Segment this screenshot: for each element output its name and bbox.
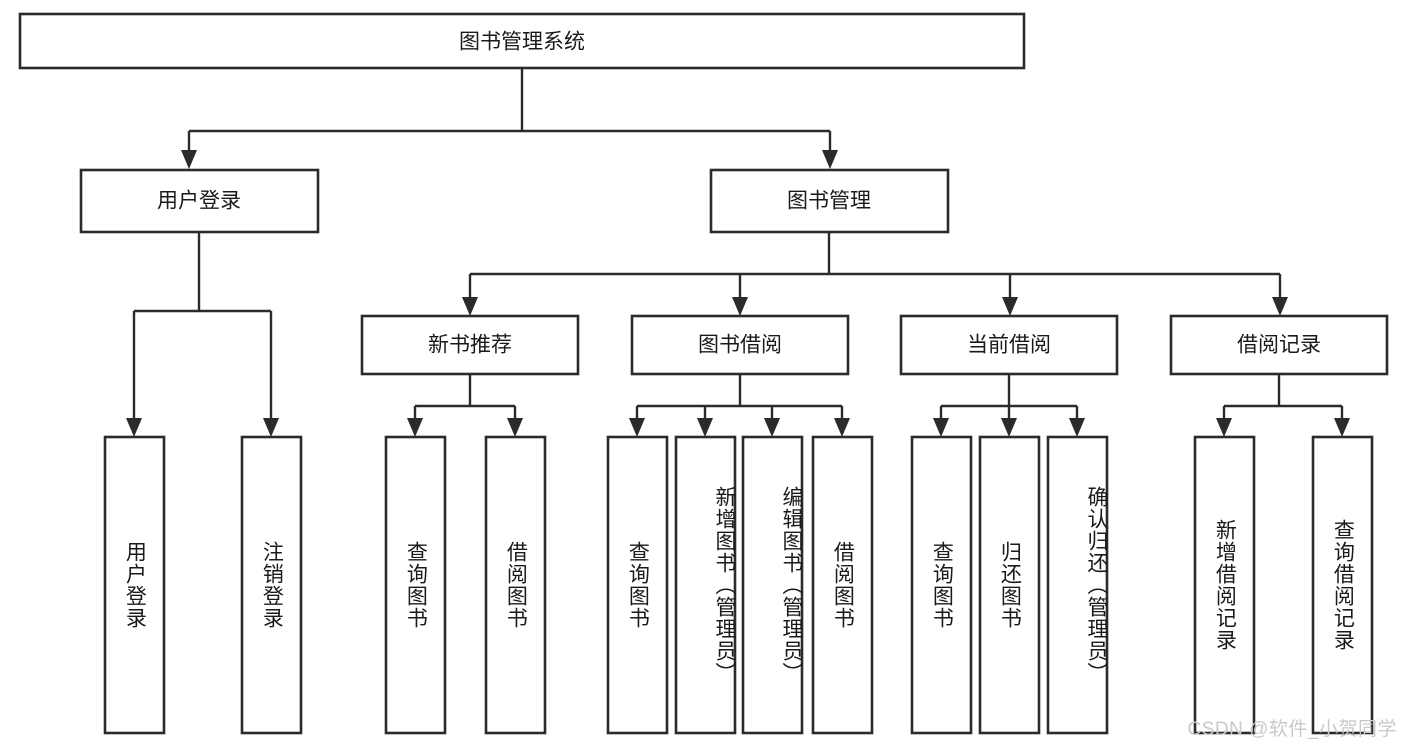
node-new-book-recommend-label: 新书推荐 (428, 334, 512, 357)
arrow-head-icon (1069, 418, 1085, 437)
connector-root-to-level1 (181, 68, 838, 169)
leaf-box-query-book-borrow[interactable] (606, 435, 669, 735)
arrow-head-icon (1002, 297, 1018, 316)
arrow-head-icon (462, 297, 478, 316)
arrow-head-icon (407, 418, 423, 437)
leaf-box-return-book[interactable] (978, 435, 1041, 735)
node-user-login-label: 用户登录 (157, 190, 241, 213)
node-user-login[interactable]: 用户登录 (79, 168, 320, 234)
leaf-box-query-borrow-record[interactable] (1311, 435, 1374, 735)
node-new-book-recommend[interactable]: 新书推荐 (360, 314, 580, 376)
leaf-box-user-login[interactable] (103, 435, 166, 735)
connector-new-book-recommend-to-leaves (407, 374, 523, 437)
node-book-borrow[interactable]: 图书借阅 (630, 314, 850, 376)
leaf-box-add-borrow-record[interactable] (1193, 435, 1256, 735)
leaf-box-logout[interactable] (240, 435, 303, 735)
connector-book-borrow-to-leaves (629, 374, 850, 437)
arrow-head-icon (1001, 418, 1017, 437)
arrow-head-icon (126, 418, 142, 437)
arrow-head-icon (1272, 297, 1288, 316)
node-book-management-label: 图书管理 (787, 190, 871, 213)
node-book-management[interactable]: 图书管理 (709, 168, 950, 234)
connector-user-login-to-leaves (126, 232, 279, 437)
leaf-box-edit-book-admin[interactable] (741, 435, 804, 735)
connector-borrow-record-to-leaves (1216, 374, 1350, 437)
arrow-head-icon (732, 297, 748, 316)
node-root-box[interactable] (18, 12, 1026, 70)
arrow-head-icon (1334, 418, 1350, 437)
arrow-head-icon (933, 418, 949, 437)
leaf-box-confirm-return-admin[interactable] (1046, 435, 1109, 735)
arrow-head-icon (629, 418, 645, 437)
node-borrow-record-label: 借阅记录 (1237, 334, 1321, 357)
node-borrow-record[interactable]: 借阅记录 (1169, 314, 1389, 376)
node-book-borrow-label: 图书借阅 (698, 334, 782, 357)
node-root-label: 图书管理系统 (459, 31, 585, 54)
leaf-box-borrow-book[interactable] (811, 435, 874, 735)
connector-current-borrow-to-leaves (933, 374, 1085, 437)
node-root[interactable]: 图书管理系统 (18, 12, 1026, 70)
node-current-borrow-label: 当前借阅 (967, 334, 1051, 357)
arrow-head-icon (697, 418, 713, 437)
node-current-borrow[interactable]: 当前借阅 (899, 314, 1119, 376)
node-current-borrow-box[interactable] (899, 314, 1119, 376)
leaf-box-add-book-admin[interactable] (674, 435, 737, 735)
arrow-head-icon (1216, 418, 1232, 437)
arrow-head-icon (507, 418, 523, 437)
arrow-head-icon (822, 150, 838, 169)
leaf-box-query-book-current[interactable] (910, 435, 973, 735)
arrow-head-icon (834, 418, 850, 437)
node-new-book-recommend-box[interactable] (360, 314, 580, 376)
node-user-login-box[interactable] (79, 168, 320, 234)
leaf-box-query-book-recommend[interactable] (384, 435, 447, 735)
arrow-head-icon (263, 418, 279, 437)
arrow-head-icon (181, 150, 197, 169)
arrow-head-icon (764, 418, 780, 437)
connector-book-management-to-level2 (462, 232, 1288, 316)
leaf-box-borrow-book-recommend[interactable] (484, 435, 547, 735)
watermark-text: CSDN @软件_小贺同学 (1187, 719, 1397, 740)
